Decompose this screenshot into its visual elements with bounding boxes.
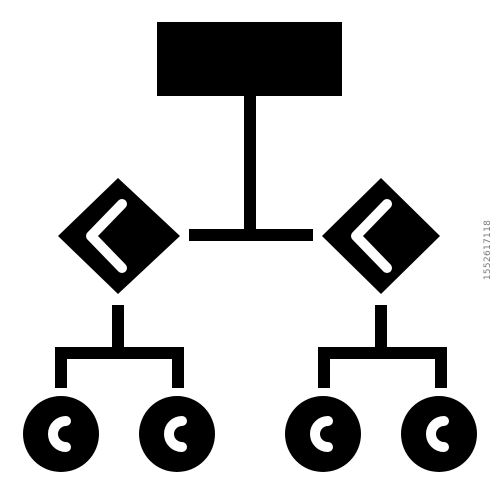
right-decision-diamond (322, 178, 440, 294)
right-branch-connector (318, 305, 447, 388)
stock-image-id-watermark: 1552617118 (483, 219, 493, 281)
leaf-node-1-c-icon (48, 416, 71, 452)
root-connector-horizontal (189, 229, 313, 241)
leaf-node-4-c-icon (426, 416, 449, 452)
leaf-node-2-c-icon (164, 416, 187, 452)
leaf-node-1 (23, 396, 99, 472)
leaf-node-2 (139, 396, 215, 472)
leaf-node-3 (285, 396, 361, 472)
root-connector-vertical (244, 96, 256, 231)
root-process-box (157, 22, 342, 96)
left-decision-diamond (58, 178, 180, 294)
left-branch-connector (55, 305, 184, 388)
leaf-node-3-c-icon (310, 416, 333, 452)
right-diamond-chevron-icon (351, 199, 392, 273)
left-diamond-chevron-icon (86, 199, 127, 273)
leaf-node-4 (401, 396, 477, 472)
